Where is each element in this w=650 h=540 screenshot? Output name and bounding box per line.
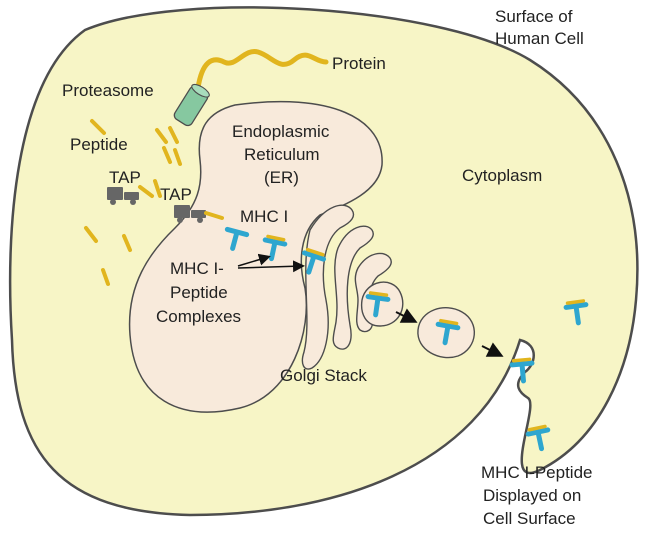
surface-label: Human Cell <box>495 29 584 48</box>
arrow-icon <box>481 342 504 357</box>
er-label: (ER) <box>264 168 299 187</box>
proteasome-icon <box>173 83 210 127</box>
arrow-icon <box>395 308 418 323</box>
proteasome-label: Proteasome <box>62 81 154 100</box>
displayed-label: Cell Surface <box>483 509 576 528</box>
cytoplasm-label: Cytoplasm <box>462 166 542 185</box>
displayed-label: Displayed on <box>483 486 581 505</box>
golgi-label: Golgi Stack <box>280 366 367 385</box>
peptide-fragment-icon <box>204 211 224 220</box>
tap-label: TAP <box>160 185 192 204</box>
protein-label: Protein <box>332 54 386 73</box>
mhc-label: MHC I <box>240 207 288 226</box>
surface-label: Surface of <box>495 7 573 26</box>
peptide-fragment-icon <box>84 119 182 286</box>
er-label: Endoplasmic <box>232 122 330 141</box>
complexes-label: Peptide <box>170 283 228 302</box>
displayed-label: MHC I-Peptide <box>481 463 592 482</box>
protein-chain-icon <box>195 49 329 91</box>
arrow-icon <box>237 260 305 273</box>
arrow-icon <box>237 253 271 267</box>
endoplasmic-reticulum <box>128 100 383 413</box>
er-label: Reticulum <box>244 145 320 164</box>
complexes-label: MHC I- <box>170 259 224 278</box>
complexes-label: Complexes <box>156 307 241 326</box>
vesicle <box>360 281 404 327</box>
peptide-label: Peptide <box>70 135 128 154</box>
tap-label: TAP <box>109 168 141 187</box>
